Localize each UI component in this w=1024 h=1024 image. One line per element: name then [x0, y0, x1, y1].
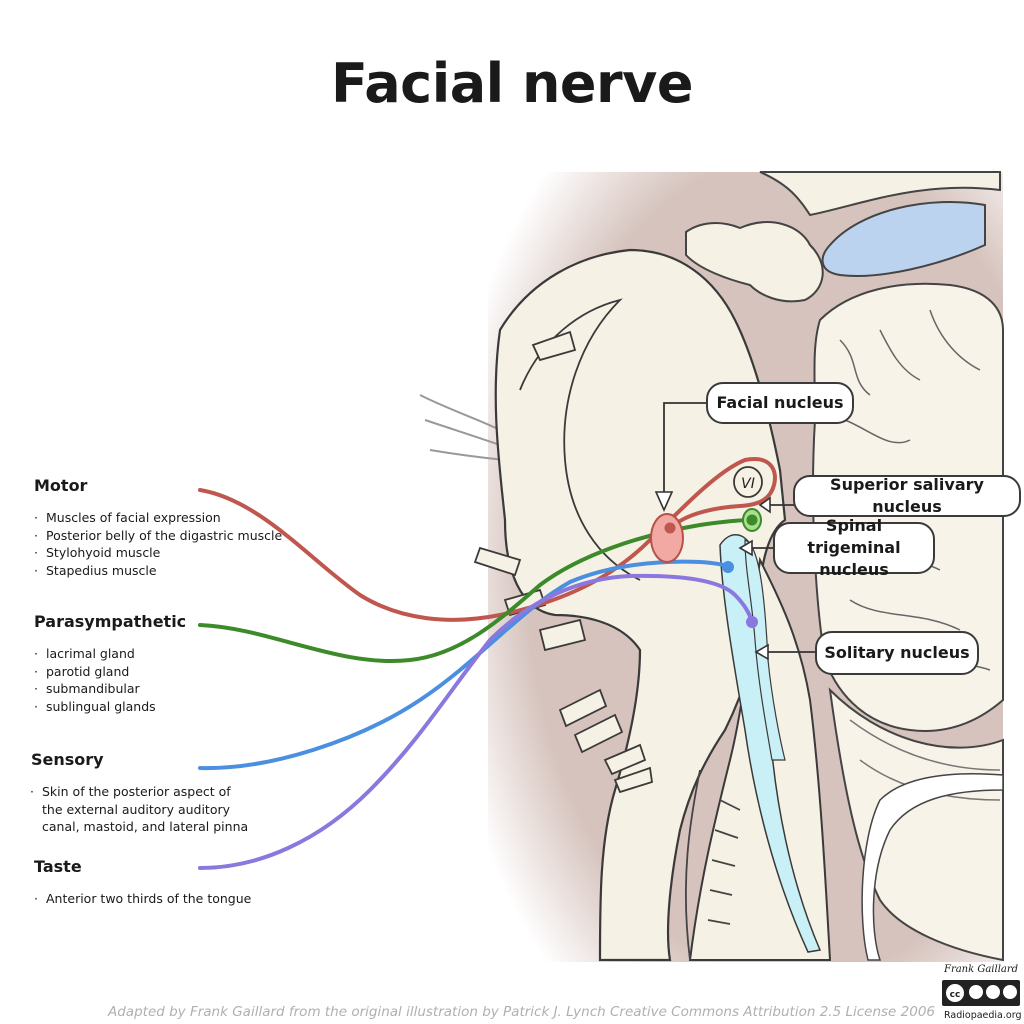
taste-fiber — [198, 573, 754, 870]
upper-fold — [759, 171, 1001, 217]
lower-cerebellum — [828, 687, 1004, 962]
creative-commons-badge-icon: cc — [942, 980, 1020, 1006]
list-item: Posterior belly of the digastric muscle — [34, 527, 282, 545]
page-title: Facial nerve — [331, 52, 693, 115]
attribution-credit: Adapted by Frank Gaillard from the origi… — [108, 1004, 936, 1020]
vi-label: VI — [741, 476, 755, 492]
motor-fiber — [198, 457, 777, 622]
motor-list: Muscles of facial expression Posterior b… — [34, 509, 282, 579]
taste-heading: Taste — [34, 857, 82, 876]
list-item: Skin of the posterior aspect of the exte… — [30, 783, 255, 836]
parasympathetic-fiber — [198, 518, 754, 663]
facial-nucleus-pointer — [663, 402, 708, 492]
superior-salivary-nucleus-label: Superior salivary nucleus — [793, 475, 1021, 517]
list-item: lacrimal gland — [34, 645, 156, 663]
svg-text:cc: cc — [950, 990, 961, 1000]
list-item: Stylohyoid muscle — [34, 544, 282, 562]
solitary-nucleus-label: Solitary nucleus — [815, 631, 979, 675]
list-item: Stapedius muscle — [34, 562, 282, 580]
spinal-trigeminal-nucleus-marker — [722, 561, 734, 573]
sensory-heading: Sensory — [31, 750, 104, 769]
parasympathetic-list: lacrimal gland parotid gland submandibul… — [34, 645, 156, 715]
site-name: Radiopaedia.org — [944, 1010, 1022, 1021]
facial-nucleus-marker — [650, 513, 684, 563]
colliculi — [685, 221, 824, 303]
motor-heading: Motor — [34, 476, 88, 495]
list-item: Muscles of facial expression — [34, 509, 282, 527]
taste-list: Anterior two thirds of the tongue — [34, 890, 251, 908]
parasympathetic-heading: Parasympathetic — [34, 612, 187, 631]
solitary-nucleus-marker — [746, 616, 758, 628]
sensory-list: Skin of the posterior aspect of the exte… — [30, 783, 255, 836]
ventricle — [821, 200, 986, 277]
list-item: submandibular — [34, 680, 156, 698]
list-item: Anterior two thirds of the tongue — [34, 890, 251, 908]
vi-nucleus — [733, 466, 763, 498]
pons — [494, 248, 787, 962]
list-item: sublingual glands — [34, 698, 156, 716]
author-signature: Frank Gaillard — [944, 964, 1019, 975]
facial-nucleus-label: Facial nucleus — [706, 382, 854, 424]
list-item: parotid gland — [34, 663, 156, 681]
spinal-trigeminal-nucleus-label: Spinal trigeminal nucleus — [773, 516, 935, 579]
